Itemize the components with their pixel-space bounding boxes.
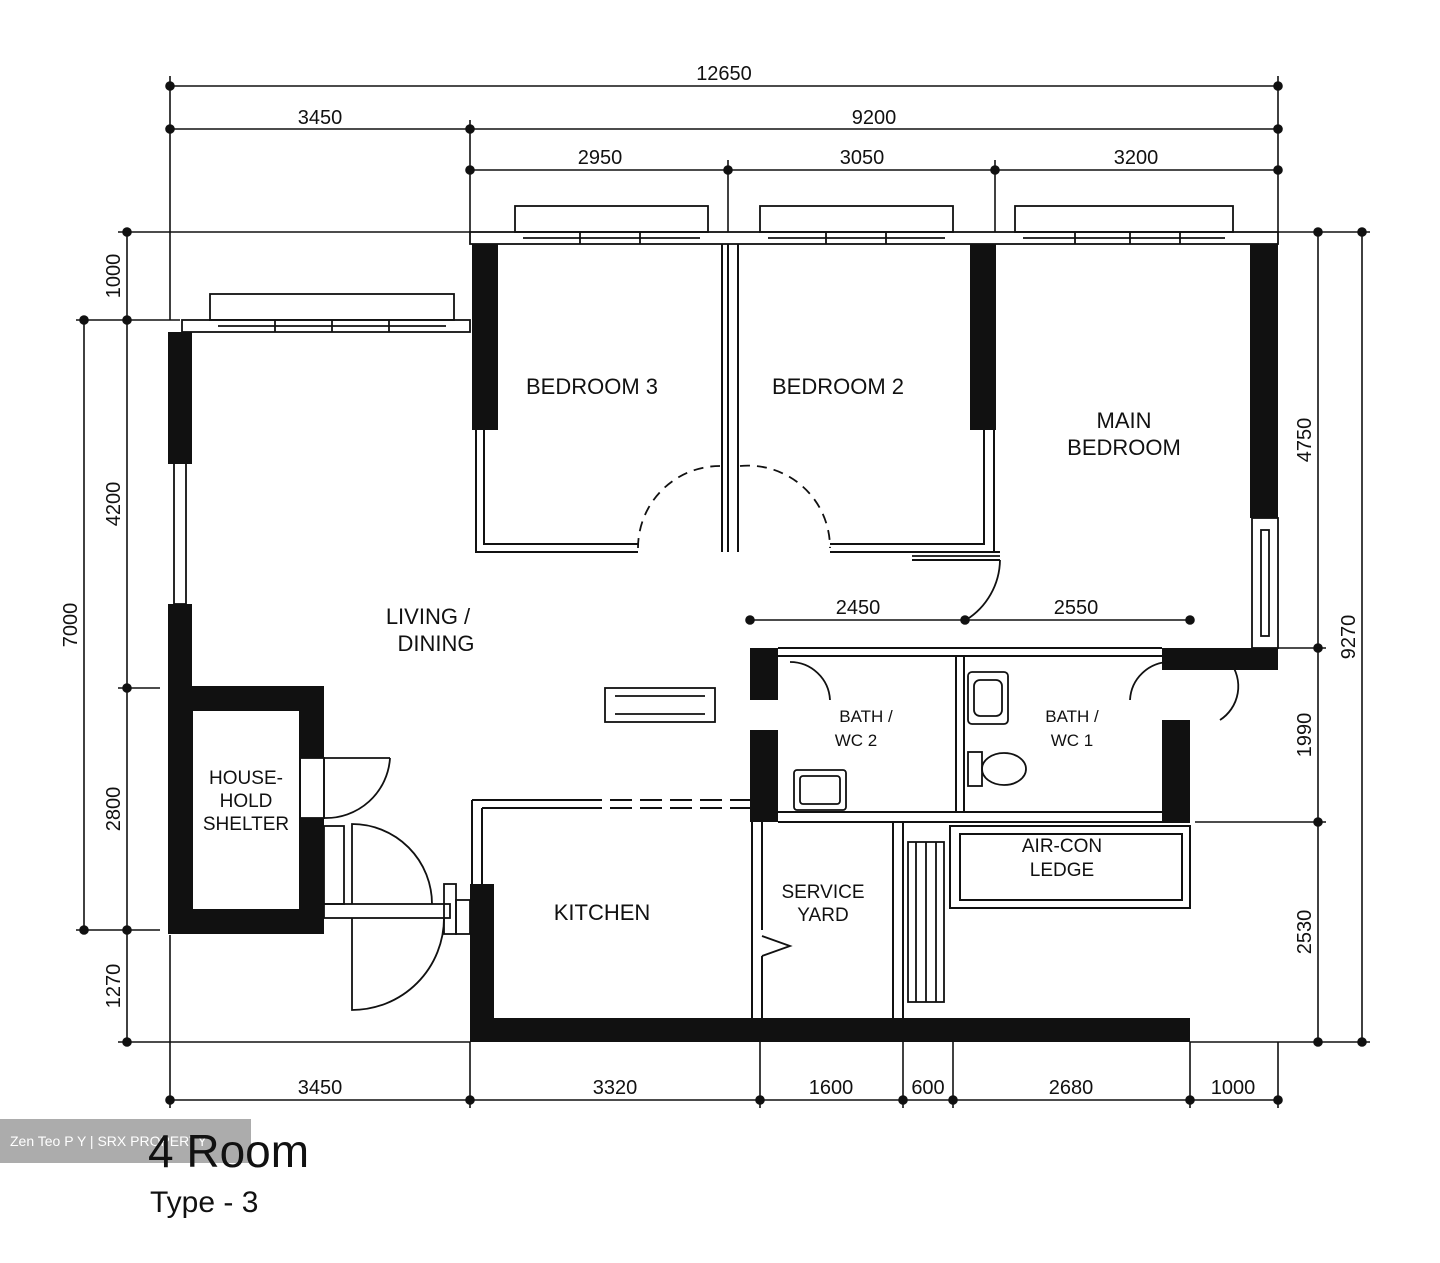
bath-fixtures <box>604 671 1027 1003</box>
dim-bottom-3320: 3320 <box>593 1077 638 1099</box>
plan-subtitle: Type - 3 <box>150 1186 259 1219</box>
label-aircon-2: LEDGE <box>1030 860 1094 881</box>
label-living-1: LIVING / <box>386 604 471 629</box>
dim-top-left: 3450 <box>298 107 343 129</box>
label-service-2: YARD <box>797 905 848 926</box>
thin-partitions <box>191 244 1191 1018</box>
dim-left-7000: 7000 <box>60 603 82 648</box>
label-bedroom3: BEDROOM 3 <box>526 374 658 399</box>
plan-title: 4 Room <box>148 1125 310 1177</box>
structural-walls <box>168 244 1278 1042</box>
label-bedroom2: BEDROOM 2 <box>772 374 904 399</box>
window-ledges <box>173 205 1279 649</box>
label-bath2-2: WC 2 <box>835 731 878 750</box>
dim-left-1270: 1270 <box>103 964 125 1009</box>
label-main-bedroom-2: BEDROOM <box>1067 435 1181 460</box>
dim-left-1000: 1000 <box>103 254 125 299</box>
label-shelter-3: SHELTER <box>203 814 289 835</box>
watermark: Zen Teo P Y | SRX PROPERTY <box>0 1119 251 1163</box>
label-shelter-2: HOLD <box>220 791 273 812</box>
label-kitchen: KITCHEN <box>554 900 651 925</box>
label-service-1: SERVICE <box>781 882 864 903</box>
dim-bottom-600: 600 <box>911 1077 944 1099</box>
dim-right-9270: 9270 <box>1338 615 1360 660</box>
dimension-lines <box>76 76 1370 1108</box>
dim-bottom-3450: 3450 <box>298 1077 343 1099</box>
dim-main-width: 3200 <box>1114 147 1159 169</box>
label-bath1-1: BATH / <box>1045 707 1099 726</box>
dim-bottom-1600: 1600 <box>809 1077 854 1099</box>
dim-bottom-1000: 1000 <box>1211 1077 1256 1099</box>
kitchen-opening <box>580 799 750 809</box>
dim-top-right: 9200 <box>852 107 897 129</box>
label-shelter-1: HOUSE- <box>209 768 283 789</box>
dim-bottom-2680: 2680 <box>1049 1077 1094 1099</box>
doors <box>299 464 1240 1011</box>
dim-top-total: 12650 <box>696 63 752 85</box>
label-bath2-1: BATH / <box>839 707 893 726</box>
dim-bath2-width: 2450 <box>836 597 881 619</box>
label-aircon-1: AIR-CON <box>1022 836 1102 857</box>
dim-left-2800: 2800 <box>103 787 125 832</box>
label-living-2: DINING <box>398 631 475 656</box>
dim-left-4200: 4200 <box>103 482 125 527</box>
dim-bed3-width: 2950 <box>578 147 623 169</box>
dim-right-1990: 1990 <box>1294 713 1316 758</box>
dimension-labels: 12650 3450 9200 2950 3050 3200 2450 2550… <box>60 63 1360 1099</box>
dim-right-2530: 2530 <box>1294 910 1316 955</box>
dim-bath1-width: 2550 <box>1054 597 1099 619</box>
label-bath1-2: WC 1 <box>1051 731 1094 750</box>
dim-bed2-width: 3050 <box>840 147 885 169</box>
label-main-bedroom-1: MAIN <box>1097 408 1152 433</box>
room-labels: BEDROOM 3 BEDROOM 2 MAIN BEDROOM LIVING … <box>203 374 1181 926</box>
dim-right-4750: 4750 <box>1294 418 1316 463</box>
